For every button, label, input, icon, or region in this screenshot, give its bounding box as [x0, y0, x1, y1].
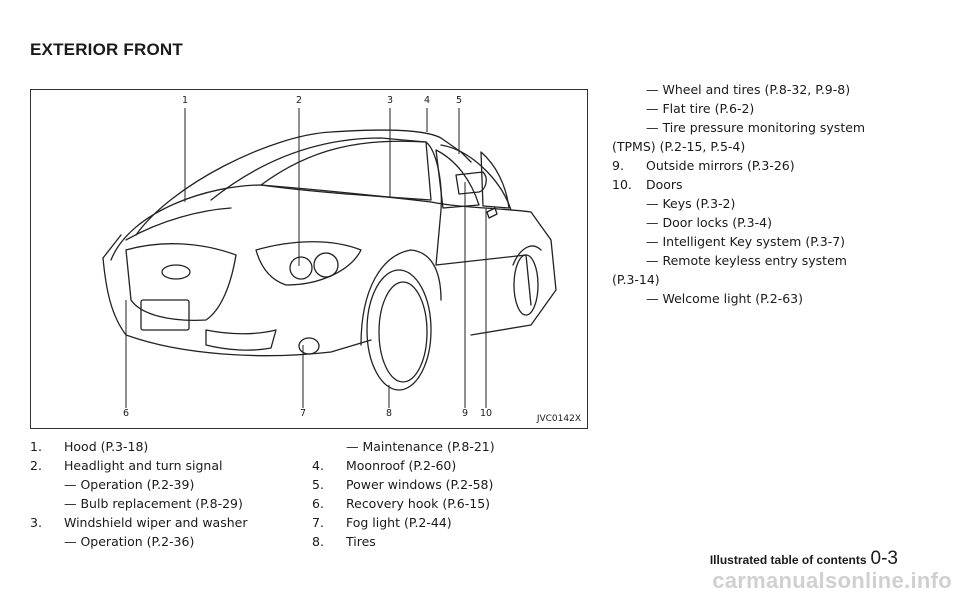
- list-item: — Bulb replacement (P.8-29): [64, 496, 243, 511]
- callout-5: 5: [455, 95, 463, 106]
- list-item: 1.Hood (P.3-18): [30, 439, 149, 454]
- car-illustration: 1 2 3 4 5 6 7 8 9 10 JVC0142X: [30, 89, 588, 429]
- callout-4: 4: [423, 95, 431, 106]
- callout-3: 3: [386, 95, 394, 106]
- list-item: (TPMS) (P.2-15, P.5-4): [612, 139, 746, 154]
- callout-2: 2: [295, 95, 303, 106]
- callout-10: 10: [479, 408, 493, 419]
- list-item: 4.Moonroof (P.2-60): [312, 458, 457, 473]
- callout-6: 6: [122, 408, 130, 419]
- figure-code: JVC0142X: [536, 414, 581, 424]
- callout-1: 1: [181, 95, 189, 106]
- list-item: — Intelligent Key system (P.3-7): [646, 234, 846, 249]
- callout-8: 8: [385, 408, 393, 419]
- list-item: — Wheel and tires (P.8-32, P.9-8): [646, 82, 851, 97]
- callout-9: 9: [461, 408, 469, 419]
- list-item: — Door locks (P.3-4): [646, 215, 772, 230]
- legend-column-2: — Maintenance (P.8-21) 4.Moonroof (P.2-6…: [312, 437, 495, 551]
- list-item: — Operation (P.2-39): [64, 477, 195, 492]
- list-item: 9.Outside mirrors (P.3-26): [612, 158, 795, 173]
- callout-7: 7: [299, 408, 307, 419]
- list-item: — Remote keyless entry system: [646, 253, 847, 268]
- list-item: — Welcome light (P.2-63): [646, 291, 803, 306]
- page-number: 0-3: [870, 548, 898, 569]
- list-item: — Keys (P.3-2): [646, 196, 736, 211]
- section-title: EXTERIOR FRONT: [30, 40, 183, 59]
- legend-column-3: — Wheel and tires (P.8-32, P.9-8) — Flat…: [612, 80, 865, 308]
- list-item: (P.3-14): [612, 272, 660, 287]
- list-item: — Maintenance (P.8-21): [346, 439, 495, 454]
- list-item: 10.Doors: [612, 177, 683, 192]
- list-item: 8.Tires: [312, 534, 376, 549]
- list-item: — Operation (P.2-36): [64, 534, 195, 549]
- legend-column-1: 1.Hood (P.3-18) 2.Headlight and turn sig…: [30, 437, 247, 551]
- list-item: — Flat tire (P.6-2): [646, 101, 755, 116]
- list-item: 5.Power windows (P.2-58): [312, 477, 494, 492]
- footer-label: Illustrated table of contents: [709, 553, 867, 567]
- car-drawing: [102, 108, 557, 408]
- list-item: — Tire pressure monitoring system: [646, 120, 866, 135]
- watermark: carmanualsonline.info: [712, 568, 952, 593]
- list-item: 3.Windshield wiper and washer: [30, 515, 248, 530]
- list-item: 2.Headlight and turn signal: [30, 458, 223, 473]
- list-item: 6.Recovery hook (P.6-15): [312, 496, 491, 511]
- list-item: 7.Fog light (P.2-44): [312, 515, 452, 530]
